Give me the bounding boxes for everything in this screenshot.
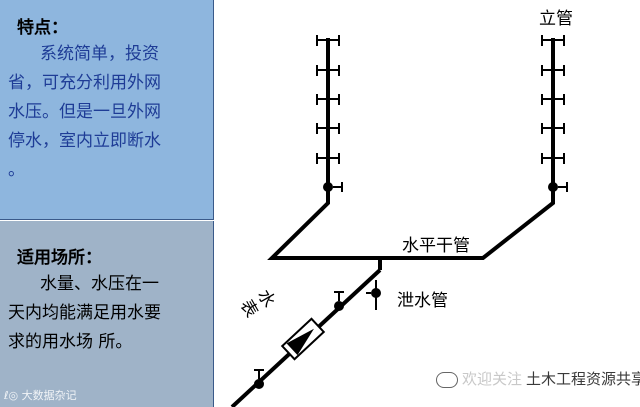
usage-line: 水量、水压在一 — [40, 274, 159, 294]
usage-heading: 适用场所： — [17, 248, 102, 268]
horizontal-main-label: 水平干管 — [402, 236, 470, 256]
inlet-valve-upper — [334, 301, 344, 311]
usage-line: 求的用水场 所。 — [8, 332, 133, 352]
usage-text: 水量、水压在一 天内均能满足用水要 求的用水场 所。 — [8, 270, 213, 357]
horizontal-main-pipe — [267, 38, 555, 260]
features-line: 。 — [8, 160, 25, 180]
source-watermark: 欢迎关注土木工程资源共享 — [436, 368, 640, 389]
right-riser-valve — [548, 182, 558, 192]
wechat-icon — [436, 371, 458, 388]
inlet-valve-lower — [254, 379, 264, 389]
features-panel — [0, 0, 214, 220]
riser-label: 立管 — [539, 9, 573, 29]
features-line: 省，可充分利用外网 — [8, 73, 161, 93]
left-riser-fixtures — [316, 35, 340, 164]
right-riser-fixtures — [541, 35, 565, 164]
left-riser-valve — [323, 182, 333, 192]
features-line: 水压。但是一旦外网 — [8, 102, 161, 122]
features-line: 停水，室内立即断水 — [8, 131, 161, 151]
features-line: 系统简单，投资 — [40, 44, 159, 64]
usage-panel — [0, 221, 214, 407]
drain-pipe-label: 泄水管 — [397, 291, 448, 311]
features-text: 系统简单，投资 省，可充分利用外网 水压。但是一旦外网 停水，室内立即断水 。 — [8, 40, 213, 185]
features-heading: 特点： — [17, 18, 68, 38]
water-meter-icon — [280, 317, 326, 361]
usage-line: 天内均能满足用水要 — [8, 303, 161, 323]
left-watermark: ℓ◎ 大数据杂记 — [4, 389, 77, 402]
